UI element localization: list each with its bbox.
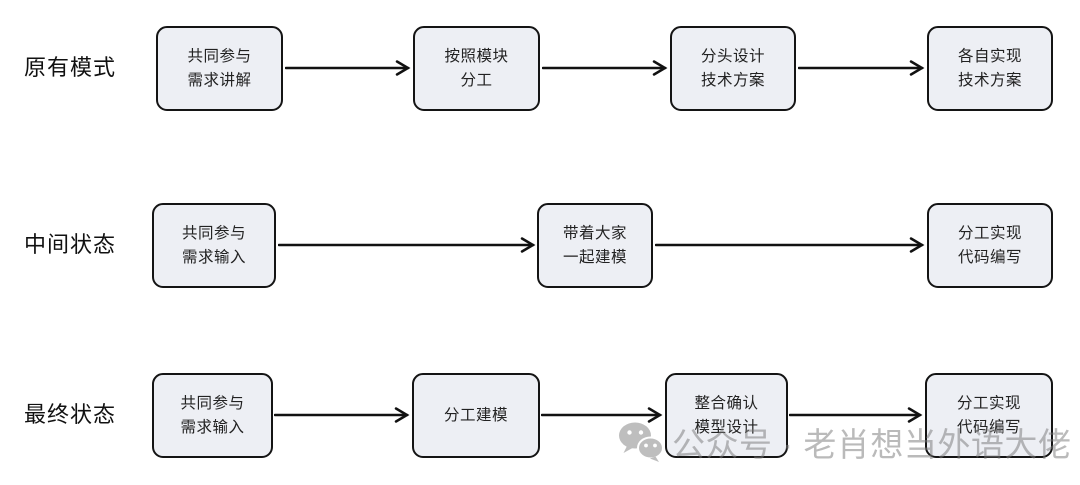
node-line: 需求输入: [180, 418, 245, 436]
flow-node: 按照模块 分工: [413, 26, 540, 111]
flow-node: 共同参与 需求输入: [152, 203, 276, 288]
flow-arrow: [542, 60, 668, 76]
node-line: 分工实现: [956, 394, 1021, 412]
node-line: 技术方案: [957, 71, 1022, 89]
node-line: 共同参与: [187, 47, 252, 65]
flow-node: 带着大家 一起建模: [537, 203, 653, 288]
node-line: 带着大家: [562, 224, 627, 242]
row-label-final-state: 最终状态: [24, 402, 117, 427]
node-line: 共同参与: [181, 224, 246, 242]
node-line: 需求讲解: [187, 71, 252, 89]
node-line: 分工: [460, 71, 493, 89]
flow-node: 分工实现 代码编写: [927, 203, 1053, 288]
node-line: 需求输入: [181, 248, 246, 266]
node-line: 整合确认: [694, 394, 759, 412]
flow-arrow: [541, 407, 663, 423]
flow-node: 分头设计 技术方案: [670, 26, 796, 111]
flow-arrow: [789, 407, 923, 423]
flow-node: 共同参与 需求讲解: [156, 26, 283, 111]
flow-arrow: [285, 60, 411, 76]
flow-arrow: [274, 407, 410, 423]
node-line: 代码编写: [957, 248, 1022, 266]
node-line: 分工实现: [957, 224, 1022, 242]
flow-node: 各自实现 技术方案: [927, 26, 1053, 111]
flow-node: 整合确认 模型设计: [665, 373, 788, 458]
flow-arrow: [278, 237, 536, 253]
node-line: 各自实现: [957, 47, 1022, 65]
node-line: 分头设计: [700, 47, 765, 65]
node-line: 共同参与: [180, 394, 245, 412]
flow-node: 共同参与 需求输入: [152, 373, 273, 458]
flow-arrow: [655, 237, 925, 253]
node-line: 按照模块: [444, 47, 509, 65]
row-label-original-mode: 原有模式: [24, 55, 117, 80]
node-line: 模型设计: [694, 418, 759, 436]
node-line: 分工建模: [443, 406, 508, 424]
flow-node: 分工建模: [412, 373, 540, 458]
wechat-icon: [619, 422, 664, 462]
node-line: 代码编写: [956, 418, 1021, 436]
flow-arrow: [798, 60, 925, 76]
flow-node: 分工实现 代码编写: [925, 373, 1053, 458]
node-line: 一起建模: [562, 248, 627, 266]
node-line: 技术方案: [700, 71, 765, 89]
row-label-intermediate-state: 中间状态: [24, 232, 117, 257]
